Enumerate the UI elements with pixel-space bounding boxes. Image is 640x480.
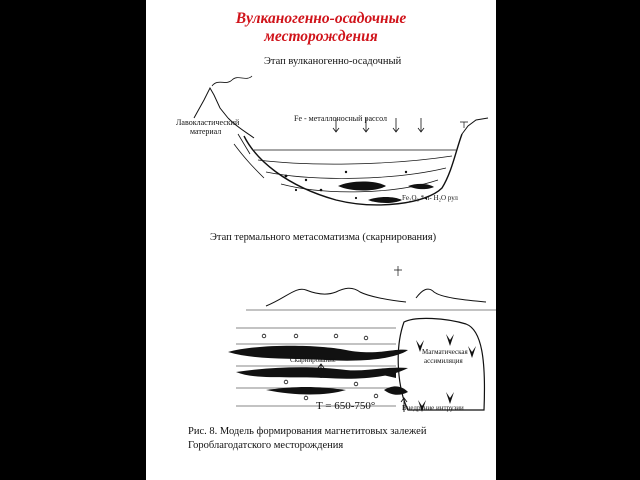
caption-line1: Рис. 8. Модель формирования магнетитовых…: [188, 426, 427, 437]
formula-label: Fe₂O₃ * n- H₂O рул: [402, 194, 458, 202]
caption-line2: Гороблагодатского месторождения: [188, 440, 344, 451]
volcano-sedimentary-diagram: [193, 75, 489, 206]
lava-label-line2: материал: [190, 127, 222, 136]
brine-label: Fe - металлоносный рассол: [294, 114, 387, 123]
lava-label-line1: Лавокластический: [176, 118, 240, 127]
magma-label-line1: Магматическая: [422, 348, 468, 356]
magma-label-line2: ассимиляция: [424, 357, 463, 365]
stage2-heading: Этап термального метасоматизма (скарниро…: [210, 232, 437, 243]
slide-title-line2: месторождения: [264, 28, 378, 45]
intrusion-label: Внедрение интрузии: [402, 404, 464, 412]
skarn-label: Скарнирование: [290, 356, 336, 364]
slide-title-line1: Вулканогенно-осадочные: [235, 10, 407, 27]
temperature-label: T = 650-750°: [316, 400, 376, 412]
stage1-heading: Этап вулканогенно-осадочный: [264, 56, 402, 67]
slide: Вулканогенно-осадочные месторождения: [146, 0, 496, 480]
skarn-diagram: [228, 266, 496, 412]
